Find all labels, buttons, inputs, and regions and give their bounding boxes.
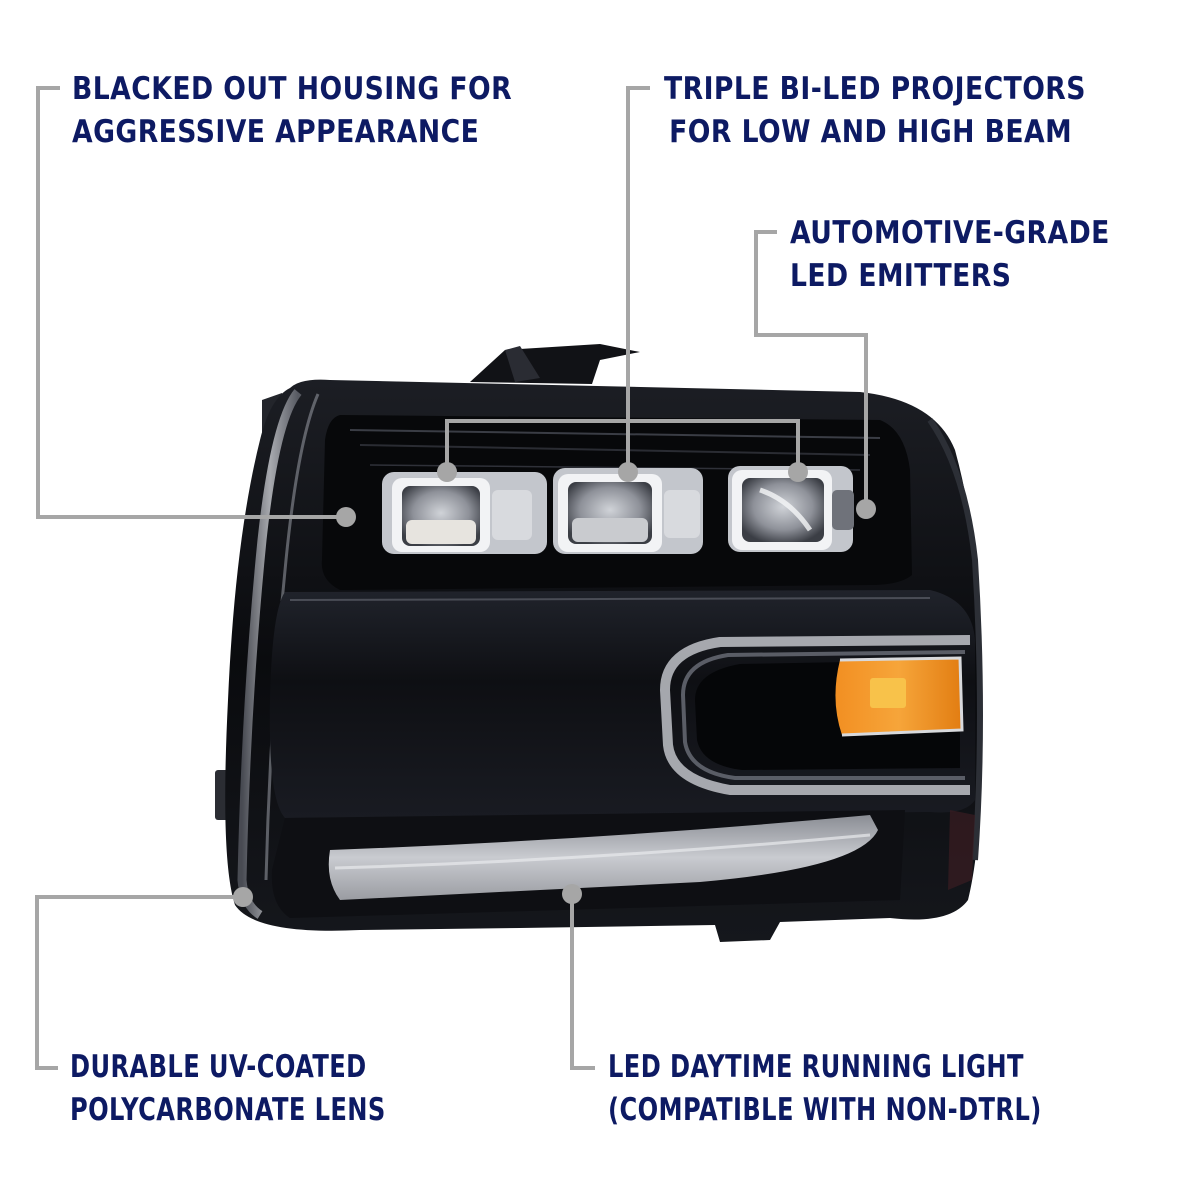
callout-projectors: TRIPLE BI-LED PROJECTORS FOR LOW AND HIG…: [664, 68, 1086, 154]
callout-housing: BLACKED OUT HOUSING FOR AGGRESSIVE APPEA…: [72, 68, 512, 154]
callout-projectors-line-2: FOR LOW AND HIGH BEAM: [669, 114, 1073, 150]
callout-lens-line-1: DURABLE UV-COATED: [70, 1049, 367, 1085]
projector-3: [728, 466, 854, 552]
callout-drl: LED DAYTIME RUNNING LIGHT (COMPATIBLE WI…: [608, 1046, 1042, 1132]
leader-dots: [233, 462, 876, 907]
projector-1: [382, 472, 547, 554]
callout-projectors-line-1: TRIPLE BI-LED PROJECTORS: [664, 71, 1086, 107]
leader-lines: [35, 86, 868, 1070]
callout-drl-line-2: (COMPATIBLE WITH NON-DTRL): [608, 1092, 1042, 1128]
callout-emitters-line-2: LED EMITTERS: [790, 258, 1012, 294]
callout-emitters-line-1: AUTOMOTIVE-GRADE: [790, 215, 1110, 251]
callout-drl-line-1: LED DAYTIME RUNNING LIGHT: [608, 1049, 1024, 1085]
callout-housing-line-1: BLACKED OUT HOUSING FOR: [72, 71, 513, 107]
callout-lens-line-2: POLYCARBONATE LENS: [70, 1092, 386, 1128]
callout-lens: DURABLE UV-COATED POLYCARBONATE LENS: [70, 1046, 386, 1132]
amber-marker: [835, 656, 964, 737]
callout-emitters: AUTOMOTIVE-GRADE LED EMITTERS: [790, 212, 1110, 298]
callout-housing-line-2: AGGRESSIVE APPEARANCE: [72, 114, 480, 150]
projector-2: [553, 468, 703, 554]
